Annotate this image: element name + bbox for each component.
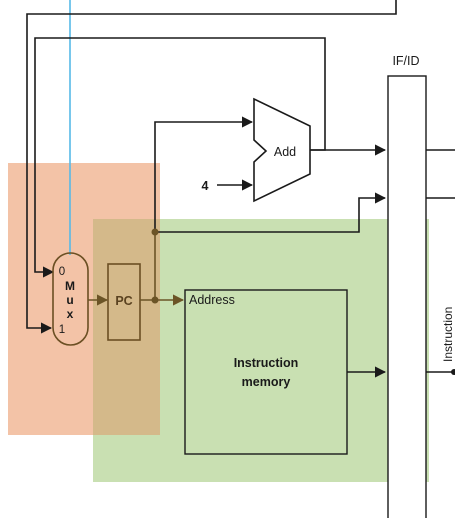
highlight-overlap-region bbox=[93, 219, 160, 435]
junction-dot-top bbox=[151, 228, 159, 236]
mux-shape bbox=[52, 252, 89, 346]
instruction-output-dot bbox=[451, 369, 455, 375]
mux-input-1-label: 1 bbox=[59, 324, 65, 336]
adder-label: Add bbox=[274, 145, 296, 159]
mux-letter-u: u bbox=[66, 293, 73, 307]
mux-letter-m: M bbox=[65, 279, 75, 293]
junction-dot-pc bbox=[151, 296, 159, 304]
pc-label: PC bbox=[115, 294, 132, 308]
pc-to-ifid-wire bbox=[155, 192, 387, 233]
instruction-output-label: Instruction bbox=[441, 307, 455, 362]
constant-label: 4 bbox=[202, 179, 209, 193]
feedback-wire-top bbox=[26, 0, 397, 334]
pc-to-adder-wire bbox=[154, 116, 254, 232]
adder-shape bbox=[253, 97, 311, 203]
address-label: Address bbox=[189, 293, 235, 307]
mux-letter-x: x bbox=[67, 307, 74, 321]
memory-title-line1: Instruction bbox=[234, 356, 299, 370]
memory-title-line2: memory bbox=[242, 375, 291, 389]
ifid-label: IF/ID bbox=[392, 54, 419, 68]
ifid-register bbox=[387, 75, 427, 523]
pc-register bbox=[107, 263, 141, 341]
mux-input-0-label: 0 bbox=[59, 266, 65, 278]
